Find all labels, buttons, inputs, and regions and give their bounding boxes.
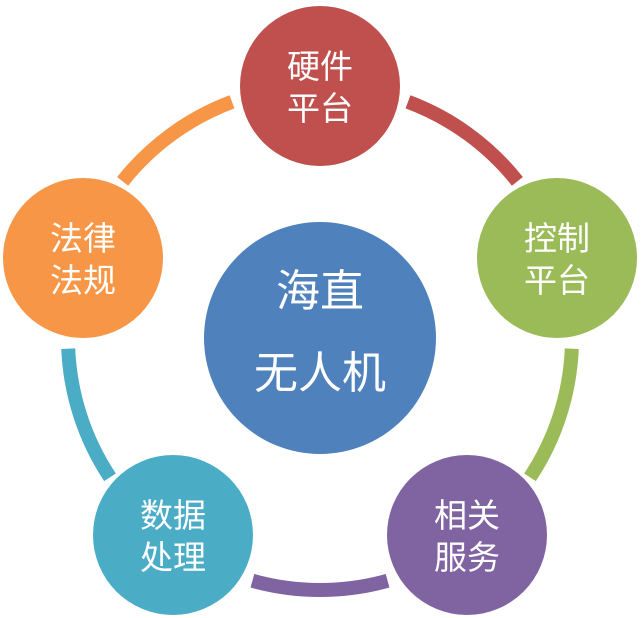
node-hardware-platform: 硬件 平台 — [240, 6, 400, 166]
node-control-platform: 控制 平台 — [477, 178, 637, 338]
center-node: 海直 无人机 — [204, 222, 436, 454]
node-related-services-line-1: 相关 — [434, 496, 500, 535]
node-laws-regulations: 法律 法规 — [3, 178, 163, 338]
center-label-line-2: 无人机 — [254, 348, 386, 399]
arc-control-to-services — [524, 348, 579, 482]
arc-hardware-to-control — [405, 95, 523, 186]
arc-services-to-data — [250, 574, 390, 597]
arc-data-to-laws — [61, 348, 116, 482]
node-related-services: 相关 服务 — [387, 455, 547, 615]
node-related-services-line-2: 服务 — [434, 538, 500, 577]
node-data-processing: 数据 处理 — [93, 455, 253, 615]
arc-laws-to-hardware — [117, 95, 235, 186]
node-laws-regulations-line-1: 法律 — [50, 219, 116, 258]
node-data-processing-line-2: 处理 — [140, 538, 206, 577]
node-control-platform-line-1: 控制 — [524, 219, 590, 258]
node-control-platform-line-2: 平台 — [524, 261, 590, 300]
center-label-line-1: 海直 — [276, 266, 364, 317]
node-hardware-platform-line-2: 平台 — [287, 89, 353, 128]
node-data-processing-line-1: 数据 — [140, 496, 206, 535]
node-laws-regulations-line-2: 法规 — [50, 261, 116, 300]
node-hardware-platform-line-1: 硬件 — [287, 47, 353, 86]
